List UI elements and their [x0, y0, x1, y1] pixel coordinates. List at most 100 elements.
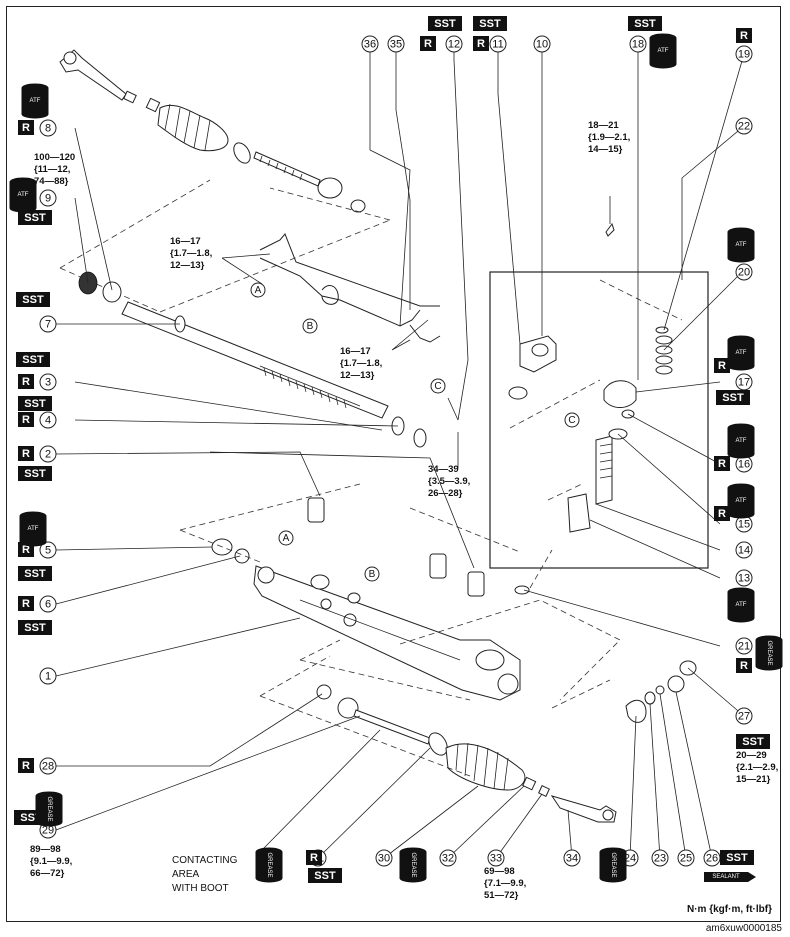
- svg-text:C: C: [434, 381, 441, 392]
- r-tag: R: [18, 374, 34, 389]
- rack: [121, 301, 427, 448]
- svg-text:21: 21: [738, 641, 750, 653]
- svg-text:A: A: [255, 285, 262, 296]
- sst-tag: SST: [736, 734, 770, 749]
- atf-can: ATF: [727, 335, 755, 371]
- part-number-23: 23: [651, 849, 669, 867]
- part-number-33: 33: [487, 849, 505, 867]
- r-tag: R: [18, 120, 34, 135]
- svg-text:GREASE: GREASE: [266, 852, 272, 877]
- ref-letter-b: B: [364, 566, 380, 582]
- part-number-2: 2: [39, 445, 57, 463]
- svg-text:{1.7—1.8,: {1.7—1.8,: [170, 248, 212, 259]
- sst-tag: SST: [428, 16, 462, 31]
- part-number-9: 9: [39, 189, 57, 207]
- svg-text:7: 7: [45, 319, 51, 331]
- seal-9: [78, 271, 122, 303]
- svg-text:16—17: 16—17: [340, 346, 371, 357]
- torque-end: 69—98{7.1—9.9,51—72}: [484, 866, 526, 901]
- svg-text:28: 28: [42, 761, 54, 773]
- svg-text:20: 20: [738, 267, 750, 279]
- r-tag: R: [18, 758, 34, 773]
- part-number-35: 35: [387, 35, 405, 53]
- svg-text:33: 33: [490, 853, 502, 865]
- bushings: [211, 497, 485, 597]
- sealant-tube: SEALANT: [704, 872, 756, 882]
- svg-text:A: A: [283, 533, 290, 544]
- part-number-22: 22: [735, 117, 753, 135]
- diagram-frame: [6, 6, 781, 922]
- svg-text:51—72}: 51—72}: [484, 890, 519, 901]
- sst-tag: SST: [18, 566, 52, 581]
- svg-text:R: R: [22, 598, 30, 610]
- atf-can: ATF: [9, 177, 37, 213]
- svg-text:SST: SST: [634, 18, 656, 30]
- svg-text:SST: SST: [22, 294, 44, 306]
- grease-can: GREASE: [599, 847, 627, 883]
- svg-text:24: 24: [624, 853, 636, 865]
- svg-text:5: 5: [45, 545, 51, 557]
- svg-text:SST: SST: [742, 736, 764, 748]
- part-number-15: 15: [735, 515, 753, 533]
- r-tag: R: [714, 358, 730, 373]
- svg-text:ATF: ATF: [30, 98, 41, 104]
- r-tag: R: [736, 658, 752, 673]
- part-number-34: 34: [563, 849, 581, 867]
- svg-text:ATF: ATF: [736, 242, 747, 248]
- sealant-label: SEALANT: [712, 874, 740, 880]
- svg-text:12—13}: 12—13}: [170, 260, 205, 271]
- atf-can: ATF: [727, 587, 755, 623]
- part-number-18: 18: [629, 35, 647, 53]
- ref-letter-b: B: [302, 318, 318, 334]
- part-number-25: 25: [677, 849, 695, 867]
- svg-text:{9.1—9.9,: {9.1—9.9,: [30, 856, 72, 867]
- sst-tag: SST: [473, 16, 507, 31]
- part-number-36: 36: [361, 35, 379, 53]
- pinion-detail-box: [489, 271, 709, 569]
- svg-text:{1.9—2.1,: {1.9—2.1,: [588, 132, 630, 143]
- part-number-30: 30: [375, 849, 393, 867]
- r-tag: R: [420, 36, 436, 51]
- svg-text:{3.5—3.9,: {3.5—3.9,: [428, 476, 470, 487]
- svg-text:15—21}: 15—21}: [736, 774, 771, 785]
- part-number-13: 13: [735, 569, 753, 587]
- svg-text:SST: SST: [726, 852, 748, 864]
- right-small-parts: [625, 660, 697, 723]
- svg-text:29: 29: [42, 825, 54, 837]
- torque-bolt: 18—21{1.9—2.1,14—15}: [588, 120, 630, 155]
- contacting-line-1: CONTACTING: [172, 855, 238, 866]
- svg-text:SST: SST: [24, 568, 46, 580]
- svg-text:26: 26: [706, 853, 718, 865]
- svg-text:34—39: 34—39: [428, 464, 459, 475]
- svg-text:ATF: ATF: [736, 350, 747, 356]
- svg-text:{11—12,: {11—12,: [34, 164, 70, 175]
- contacting-note: CONTACTING AREA WITH BOOT: [172, 855, 238, 894]
- part-number-5: 5: [39, 541, 57, 559]
- sst-tag: SST: [16, 292, 50, 307]
- svg-text:25: 25: [680, 853, 692, 865]
- pinion-valve: [508, 222, 673, 533]
- sst-tag: SST: [720, 850, 754, 865]
- part-number-7: 7: [39, 315, 57, 333]
- part-number-28: 28: [39, 757, 57, 775]
- svg-text:{1.7—1.8,: {1.7—1.8,: [340, 358, 382, 369]
- svg-text:SST: SST: [722, 392, 744, 404]
- torque-locknut: 20—29{2.1—2.9,15—21}: [736, 750, 778, 785]
- svg-text:36: 36: [364, 39, 376, 51]
- svg-text:GREASE: GREASE: [46, 796, 52, 821]
- svg-text:22: 22: [738, 121, 750, 133]
- sst-tag: SST: [308, 868, 342, 883]
- sst-tag: SST: [18, 466, 52, 481]
- svg-text:66—72}: 66—72}: [30, 868, 65, 879]
- svg-text:SST: SST: [24, 468, 46, 480]
- svg-text:R: R: [22, 544, 30, 556]
- svg-text:SST: SST: [22, 354, 44, 366]
- part-number-1: 1: [39, 667, 57, 685]
- svg-text:ATF: ATF: [658, 48, 669, 54]
- torque-top-left: 100—120{11—12,74—88}: [34, 152, 75, 187]
- gear-housing: [253, 565, 521, 701]
- svg-text:13: 13: [738, 573, 750, 585]
- svg-text:9: 9: [45, 193, 51, 205]
- grease-can: GREASE: [255, 847, 283, 883]
- sst-tag: SST: [716, 390, 750, 405]
